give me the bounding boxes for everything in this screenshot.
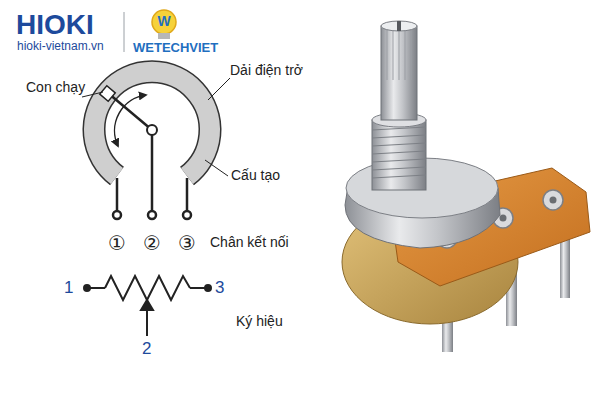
logo-divider [124,12,125,52]
pin-number: 1 [64,279,73,298]
callout-number: ③ [175,232,199,254]
logo-letter: W [154,14,174,29]
bulb-icon [152,10,176,39]
part-name: Cấu tạo [231,168,280,183]
pin-number: 3 [215,279,224,298]
potentiometer-photo [342,21,590,352]
part-name: Ký hiệu [236,314,283,329]
part-name: Chân kết nối [210,235,289,250]
brand-logo: HIOKI [16,10,94,41]
pin-number: 2 [142,340,151,359]
terminal-legs [113,130,191,219]
part-name: Dải điện trở [230,63,303,78]
callout-number: ① [105,232,129,254]
rotation-arrow [115,95,146,146]
callout-number: ② [140,232,164,254]
leader-lines [82,78,230,176]
brand-logo: WETECHVIET [133,41,218,55]
part-name: Con chạy [26,80,85,95]
wiper [100,86,157,135]
resistor-symbol [84,276,211,336]
brand-url: hioki-vietnam.vn [17,40,104,53]
